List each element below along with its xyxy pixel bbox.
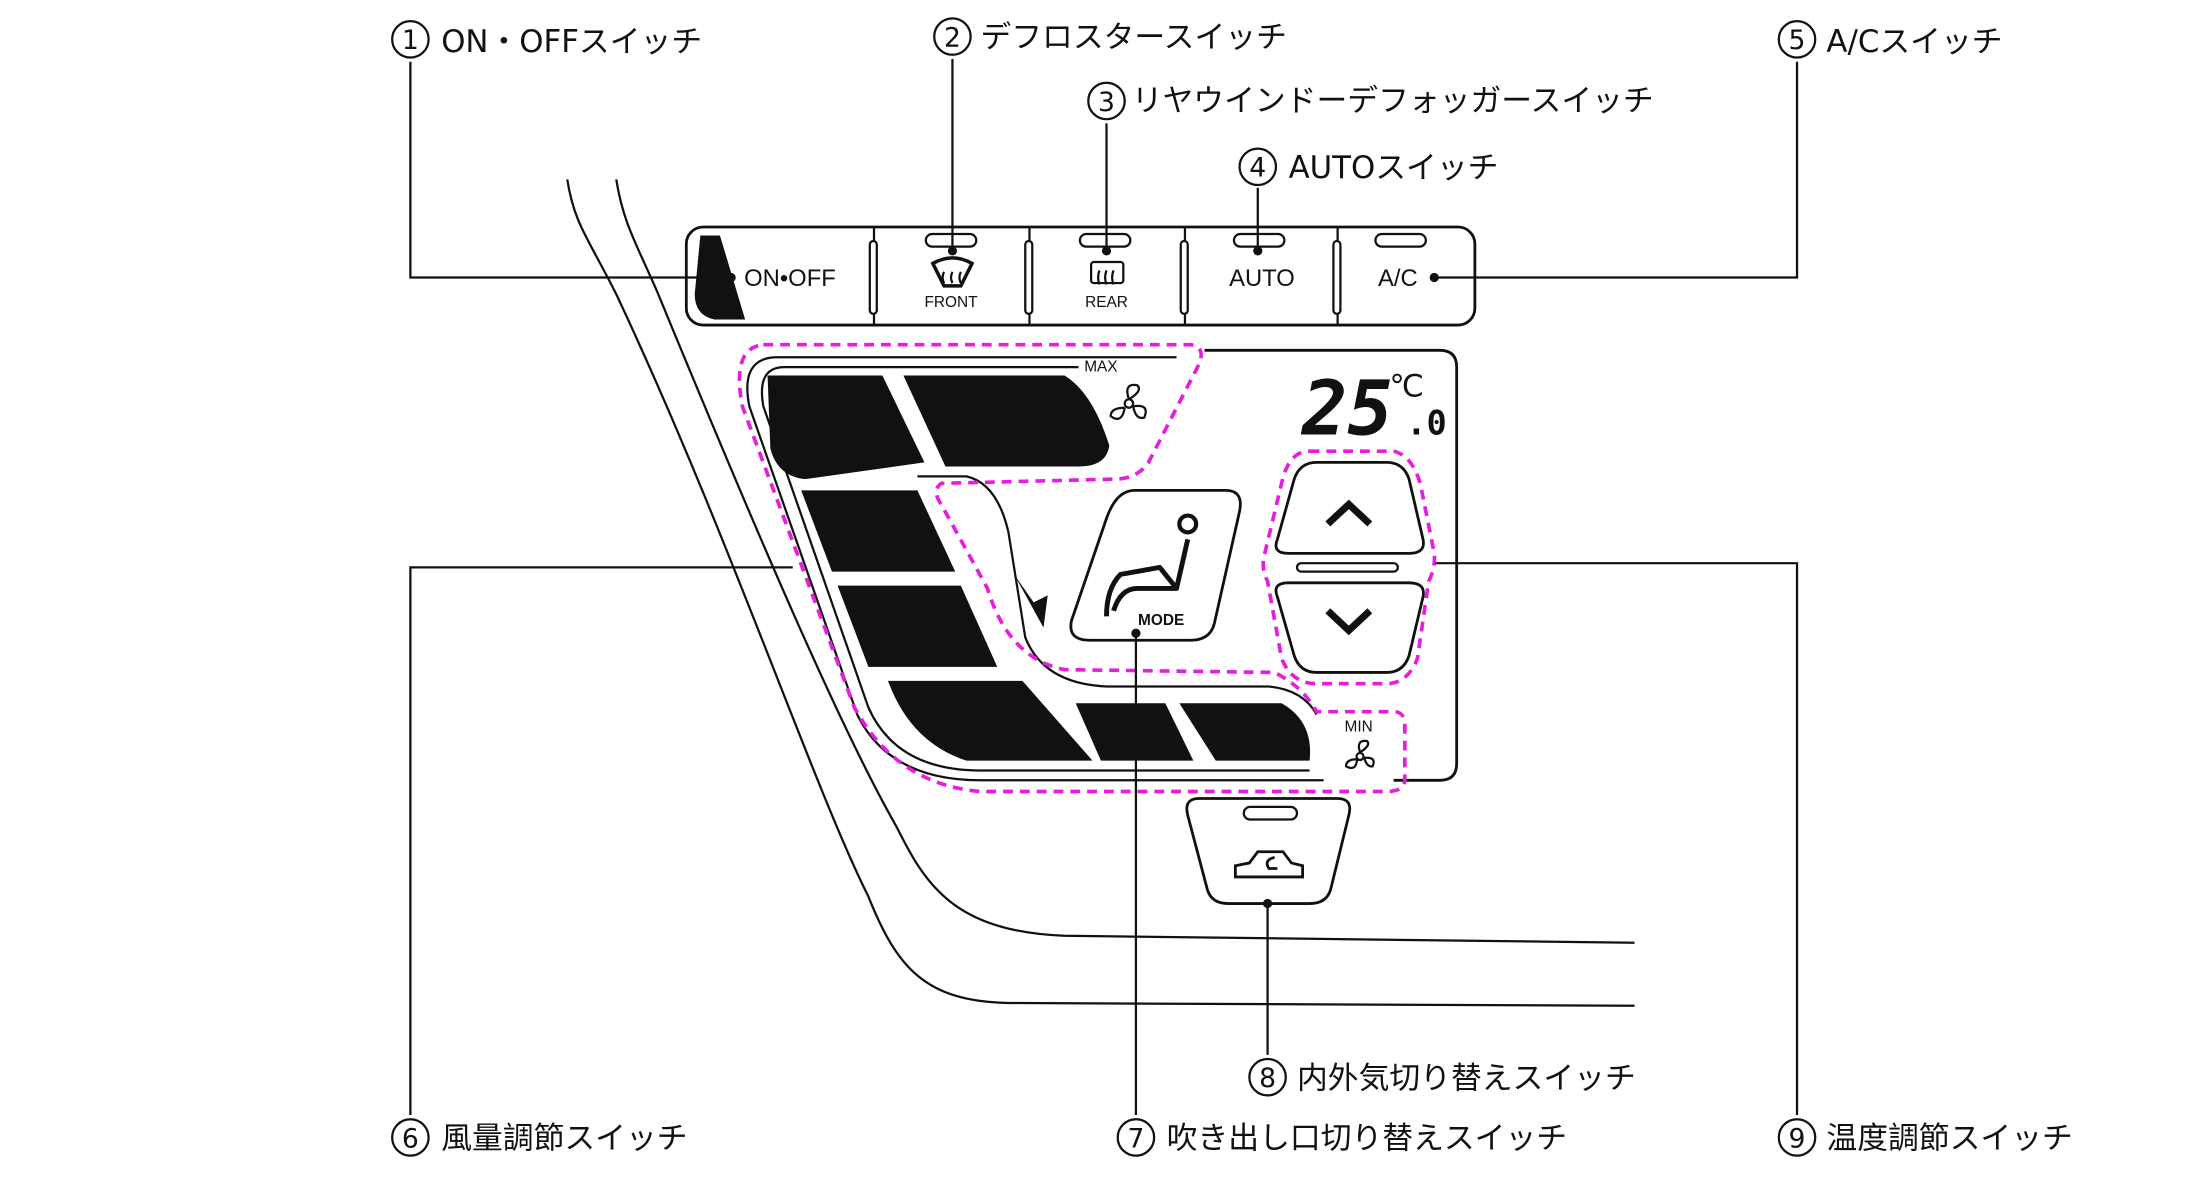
max-label: MAX [1084,358,1117,375]
temp-down-button[interactable] [1274,581,1425,674]
svg-text:内外気切り替えスイッチ: 内外気切り替えスイッチ [1297,1060,1636,1096]
callout-4: 4 AUTOスイッチ [1238,147,1499,187]
svg-text:7: 7 [1127,1123,1144,1154]
fan-icon [1109,383,1147,420]
svg-text:1: 1 [402,25,419,56]
leader-lines [409,58,1799,1116]
callout-2: 2 デフロスタースイッチ [933,17,1287,56]
svg-text:5: 5 [1789,25,1806,56]
recirculation-button[interactable] [1185,797,1352,905]
svg-text:6: 6 [402,1123,419,1154]
fan-highlight [737,342,1407,794]
auto-button[interactable]: AUTO [1229,265,1295,292]
callout-3: 3 リヤウインドーデフォッガースイッチ [1087,81,1654,121]
callout-6: 6 風量調節スイッチ [391,1118,688,1157]
dashboard-outline-inner [615,179,1635,944]
top-switch-panel: ON•OFF FRONT REAR AUTO A/C [684,225,1477,327]
callout-8: 8 内外気切り替えスイッチ [1248,1057,1636,1097]
fan-bar-1 [767,375,925,480]
svg-text:2: 2 [944,22,961,53]
auto-label: AUTO [1229,265,1295,292]
fan-bar-2 [903,375,1110,467]
fan-bar-3 [801,490,956,572]
temperature-display: 25 .0 ℃ [1300,364,1447,452]
ac-button[interactable]: A/C [1378,265,1418,292]
svg-text:AUTOスイッチ: AUTOスイッチ [1289,150,1499,186]
svg-text:3: 3 [1098,87,1115,118]
seat-icon [1104,538,1191,617]
callout-5: 5 A/Cスイッチ [1777,20,2003,60]
svg-text:9: 9 [1789,1123,1806,1154]
svg-text:ON・OFFスイッチ: ON・OFFスイッチ [441,24,702,60]
on-off-button[interactable]: ON•OFF [744,265,836,292]
fan-bar-4 [837,585,998,667]
mode-button[interactable]: MODE [1014,488,1242,642]
svg-text:A/Cスイッチ: A/Cスイッチ [1826,24,2002,60]
svg-text:4: 4 [1249,153,1266,184]
rear-defog-icon [1089,260,1125,285]
svg-text:8: 8 [1259,1063,1276,1094]
temp-highlight [1261,449,1437,686]
temperature-unit: ℃ [1389,369,1424,405]
ac-label: A/C [1378,265,1418,292]
temperature-decimal: .0 [1406,403,1446,442]
min-label: MIN [1345,718,1373,735]
svg-text:吹き出し口切り替えスイッチ: 吹き出し口切り替えスイッチ [1167,1121,1567,1157]
callout-1: 1 ON・OFFスイッチ [391,20,702,60]
display-panel [1204,348,1459,782]
chevron-down-icon [1325,608,1373,636]
svg-text:温度調節スイッチ: 温度調節スイッチ [1826,1121,2072,1157]
svg-text:風量調節スイッチ: 風量調節スイッチ [441,1121,687,1157]
fan-icon-small [1344,739,1375,770]
callout-7: 7 吹き出し口切り替えスイッチ [1116,1118,1567,1157]
front-defroster-button[interactable]: FRONT [925,256,979,311]
fan-bar-6 [1075,703,1194,761]
mode-label: MODE [1138,612,1184,629]
chevron-up-icon [1325,499,1373,527]
temperature-value: 25 [1300,364,1393,452]
svg-text:リヤウインドーデフォッガースイッチ: リヤウインドーデフォッガースイッチ [1132,83,1654,119]
recirculation-icon [1233,850,1304,879]
front-defrost-icon [930,256,975,288]
temp-up-button[interactable] [1274,460,1425,555]
temp-divider [1295,562,1399,573]
front-label: FRONT [925,294,979,311]
dashboard-outline [566,179,1635,1007]
rear-label: REAR [1085,294,1128,311]
fan-bar-5 [888,680,1093,761]
callout-9: 9 温度調節スイッチ [1777,1118,2073,1157]
rear-defogger-button[interactable]: REAR [1085,260,1128,311]
svg-text:デフロスタースイッチ: デフロスタースイッチ [980,20,1286,56]
airflow-arrow-icon [1014,574,1048,628]
on-off-label: ON•OFF [744,265,836,292]
fan-bar-7 [1179,703,1311,761]
